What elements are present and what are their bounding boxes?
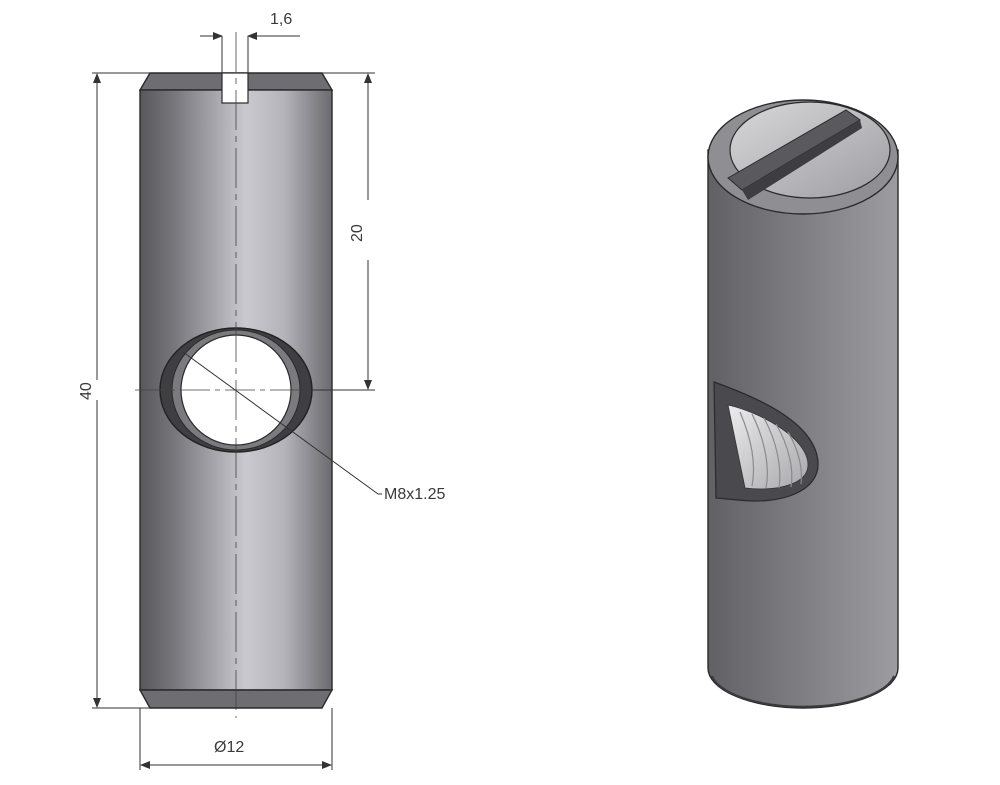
iso-thread-lines <box>739 411 803 489</box>
dim-diameter: Ø12 <box>139 708 333 770</box>
front-view <box>135 32 370 718</box>
dim-hole-offset: 20 <box>312 72 375 391</box>
isometric-view <box>707 99 899 709</box>
hole-offset-label: 20 <box>349 224 366 242</box>
dim-thread: M8x1.25 <box>182 351 445 503</box>
screwdriver-slot <box>221 72 249 104</box>
iso-thread-surface <box>727 404 809 490</box>
iso-bottom-rim <box>711 675 895 708</box>
diameter-label: Ø12 <box>214 739 244 756</box>
overall-length-label: 40 <box>78 382 95 400</box>
dim-slot-width: 1,6 <box>200 11 300 73</box>
dim-overall-length: 40 <box>78 72 150 709</box>
iso-slot-wall <box>742 120 862 200</box>
slot-width-label: 1,6 <box>270 11 292 28</box>
thread-label: M8x1.25 <box>384 486 445 503</box>
